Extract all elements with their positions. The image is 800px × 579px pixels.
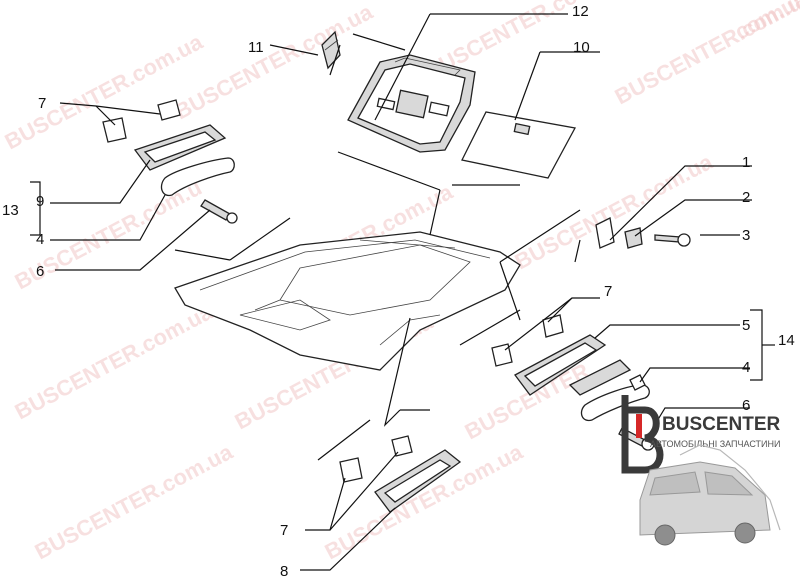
callout-7: 7 xyxy=(280,522,288,539)
screw-icon xyxy=(654,233,691,247)
lamp-lens-icon xyxy=(461,111,576,179)
callout-7: 7 xyxy=(604,283,612,300)
screw-icon xyxy=(200,199,238,224)
callout-14: 14 xyxy=(778,332,795,349)
callout-13: 13 xyxy=(2,202,19,219)
grab-handle-icon xyxy=(374,449,462,513)
logo-letter-b xyxy=(621,395,664,474)
logo-brand-text: BUSCENTER xyxy=(662,414,781,435)
callout-6: 6 xyxy=(742,397,750,414)
callout-11: 11 xyxy=(248,39,264,56)
callout-8: 8 xyxy=(280,563,288,579)
callout-2: 2 xyxy=(742,189,750,206)
logo-subtitle-text: АВТОМОБІЛЬНІ ЗАПЧАСТИНИ xyxy=(650,439,780,449)
roof-console-icon xyxy=(347,54,476,153)
callout-5: 5 xyxy=(742,317,750,334)
watermark-text: BUSCENTER.com.ua xyxy=(31,439,238,565)
grab-handle-icon xyxy=(514,334,650,422)
clip-icon xyxy=(491,314,564,367)
clip-icon xyxy=(595,217,643,249)
clip-icon xyxy=(102,99,181,143)
callout-6: 6 xyxy=(36,263,44,280)
van-icon xyxy=(639,444,781,546)
watermark-text: BUSCENTER.com.ua xyxy=(171,0,378,124)
grab-handle-icon xyxy=(133,124,235,197)
callout-9: 9 xyxy=(36,193,44,210)
watermark-text: BUSCENTER.com.ua xyxy=(321,439,528,565)
callout-labels: 12 11 10 7 13 9 4 6 1 2 3 7 5 14 4 6 7 8 xyxy=(2,3,795,579)
logo-accent-bar xyxy=(636,414,642,438)
roof-headliner-icon xyxy=(174,231,521,371)
watermark-text: BUSCENTER.com.ua xyxy=(11,299,218,425)
callout-12: 12 xyxy=(572,3,589,20)
leader-lines xyxy=(30,13,775,571)
callout-10: 10 xyxy=(573,39,590,56)
callout-3: 3 xyxy=(742,227,750,244)
callout-4: 4 xyxy=(36,231,44,248)
watermark-text: com.ua xyxy=(731,0,800,44)
clip-icon xyxy=(339,435,413,483)
callout-4: 4 xyxy=(742,359,750,376)
callout-1: 1 xyxy=(742,154,750,171)
callout-7: 7 xyxy=(38,95,46,112)
buscenter-logo: BUSCENTER АВТОМОБІЛЬНІ ЗАПЧАСТИНИ xyxy=(621,395,781,546)
